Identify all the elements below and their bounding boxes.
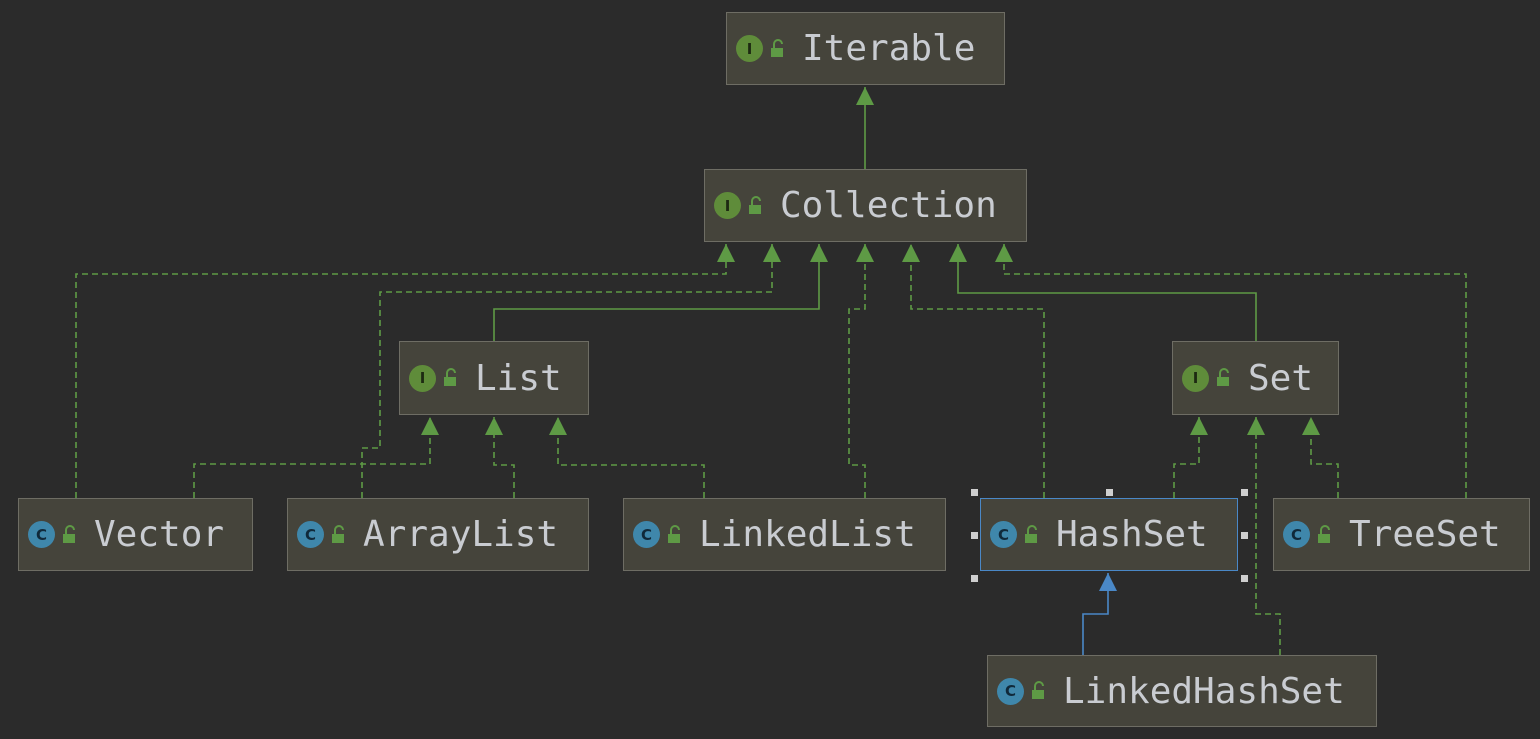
lock-open-icon xyxy=(668,524,680,543)
arrowhead xyxy=(949,244,967,262)
edge-linkedhashset-to-hashset xyxy=(1082,573,1117,655)
resize-handle-w[interactable] xyxy=(971,532,978,539)
arrowhead xyxy=(549,417,567,435)
arrowhead xyxy=(1302,417,1320,435)
node-set[interactable]: I Set xyxy=(1172,341,1339,415)
arrowhead xyxy=(902,244,920,262)
arrowhead xyxy=(995,244,1013,262)
node-label: TreeSet xyxy=(1349,514,1501,555)
class-icon: C xyxy=(1283,521,1310,548)
lock-open-icon xyxy=(63,524,75,543)
node-vector[interactable]: C Vector xyxy=(18,498,253,571)
node-label: Iterable xyxy=(802,28,976,69)
node-linkedhashset[interactable]: C LinkedHashSet xyxy=(987,655,1377,727)
resize-handle-n[interactable] xyxy=(1106,489,1113,496)
arrowhead xyxy=(1247,417,1265,435)
arrowhead xyxy=(717,244,735,262)
node-list[interactable]: I List xyxy=(399,341,589,415)
resize-handle-nw[interactable] xyxy=(971,489,978,496)
arrowhead xyxy=(763,244,781,262)
edge-list-to-collection xyxy=(493,244,828,341)
edge-hashset-to-set xyxy=(1173,417,1208,498)
node-label: HashSet xyxy=(1056,514,1208,555)
edge-set-to-collection xyxy=(949,244,1257,341)
interface-icon: I xyxy=(1182,364,1209,392)
class-icon: C xyxy=(997,677,1024,705)
arrowhead xyxy=(810,244,828,262)
interface-icon: I xyxy=(736,35,763,62)
lock-open-icon xyxy=(749,195,761,214)
interface-icon: I xyxy=(409,364,436,392)
node-linkedlist[interactable]: C LinkedList xyxy=(623,498,946,571)
resize-handle-se[interactable] xyxy=(1241,575,1248,582)
arrowhead xyxy=(856,244,874,262)
arrowhead xyxy=(856,87,874,105)
node-label: LinkedHashSet xyxy=(1063,670,1345,712)
edge-treeset-to-collection xyxy=(995,244,1467,498)
node-label: Collection xyxy=(780,185,997,226)
lock-open-icon xyxy=(1032,681,1044,699)
edge-hashset-to-collection xyxy=(902,244,1045,498)
node-label: Set xyxy=(1248,357,1314,399)
arrowhead xyxy=(1099,573,1117,591)
arrowhead xyxy=(1190,417,1208,435)
edge-linkedlist-to-list xyxy=(549,417,705,498)
arrowhead xyxy=(485,417,503,435)
edge-vector-to-collection xyxy=(75,244,735,498)
resize-handle-ne[interactable] xyxy=(1241,489,1248,496)
node-iterable[interactable]: I Iterable xyxy=(726,12,1005,85)
lock-open-icon xyxy=(1318,524,1330,543)
class-icon: C xyxy=(297,521,324,548)
lock-open-icon xyxy=(1025,524,1037,543)
interface-icon: I xyxy=(714,192,741,219)
class-icon: C xyxy=(28,521,55,548)
node-label: List xyxy=(475,357,562,399)
class-icon: C xyxy=(990,521,1017,548)
node-label: Vector xyxy=(94,514,225,555)
edge-linkedhashset-to-set xyxy=(1247,417,1281,655)
arrowhead xyxy=(421,417,439,435)
class-icon: C xyxy=(633,521,660,548)
lock-open-icon xyxy=(1217,368,1229,386)
node-collection[interactable]: I Collection xyxy=(704,169,1027,242)
edge-vector-to-list xyxy=(193,417,439,498)
lock-open-icon xyxy=(332,524,344,543)
node-treeset[interactable]: C TreeSet xyxy=(1273,498,1530,571)
resize-handle-e[interactable] xyxy=(1241,532,1248,539)
edge-collection-to-iterable xyxy=(856,87,874,169)
node-hashset[interactable]: C HashSet xyxy=(980,498,1238,571)
node-arraylist[interactable]: C ArrayList xyxy=(287,498,589,571)
edge-arraylist-to-list xyxy=(485,417,515,498)
edge-linkedlist-to-collection xyxy=(848,244,874,498)
lock-open-icon xyxy=(771,38,783,57)
node-label: LinkedList xyxy=(699,514,916,555)
lock-open-icon xyxy=(444,368,456,386)
resize-handle-sw[interactable] xyxy=(971,575,978,582)
edge-treeset-to-set xyxy=(1302,417,1339,498)
node-label: ArrayList xyxy=(363,514,559,555)
edge-arraylist-to-collection xyxy=(361,244,781,498)
